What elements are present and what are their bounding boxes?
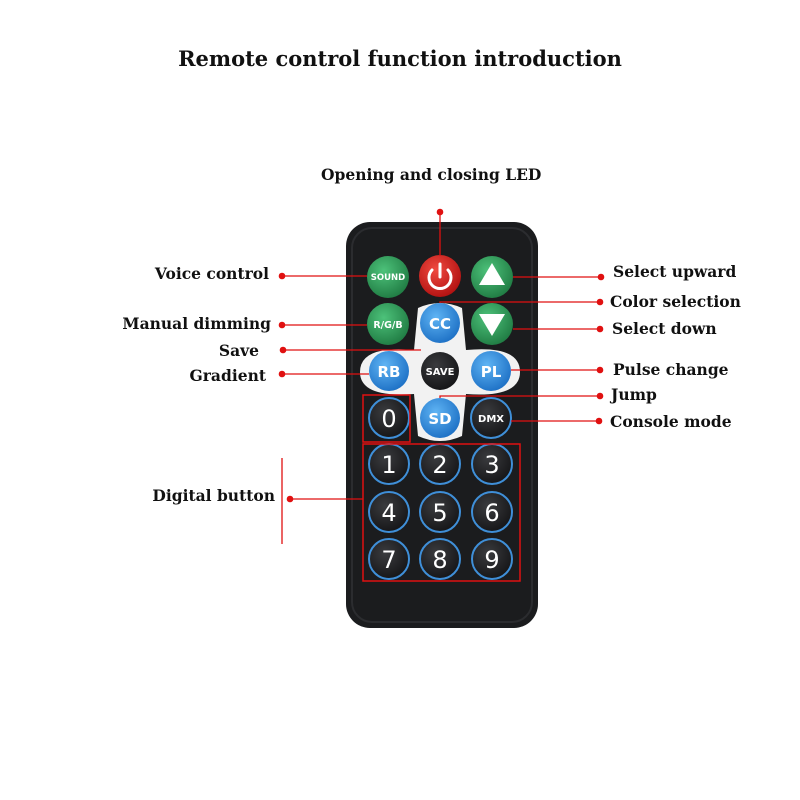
dot-save (279, 346, 287, 354)
digit-button-label: 6 (484, 499, 499, 527)
label-opening-closing-led: Opening and closing LED (321, 165, 542, 184)
callout-line-jump (439, 395, 600, 398)
digit-button-label: 8 (432, 546, 447, 574)
digit-button-label: 2 (432, 451, 447, 479)
sd-button-label: SD (428, 410, 451, 428)
rgb-button (367, 303, 409, 345)
zero-button (368, 397, 410, 439)
save-button (421, 352, 459, 390)
dmx-button-label: DMX (478, 414, 504, 425)
digit-button-7 (368, 538, 410, 580)
dot-color (596, 298, 604, 306)
digit-button-6 (471, 491, 513, 533)
dot-jump (596, 392, 604, 400)
dot-up (597, 273, 605, 281)
page-title: Remote control function introduction (178, 46, 622, 71)
digit-button-8 (419, 538, 461, 580)
dot-digital (286, 495, 294, 503)
cc-button-label: CC (429, 315, 451, 333)
dot-down (596, 325, 604, 333)
digit-button-5 (419, 491, 461, 533)
dot-gradient (278, 370, 286, 378)
triangle-up-icon (479, 263, 505, 285)
label-pulse-change: Pulse change (613, 360, 729, 379)
label-select-down: Select down (612, 319, 717, 338)
digit-button-label: 9 (484, 546, 499, 574)
rb-button-label: RB (378, 363, 401, 381)
callout-line-color (439, 301, 600, 303)
pl-button (471, 351, 511, 391)
rb-button (369, 351, 409, 391)
dot-manual (278, 321, 286, 329)
label-color-selection: Color selection (610, 292, 741, 311)
dmx-button (470, 397, 512, 439)
rgb-button-label: R/G/B (373, 320, 402, 331)
save-button-label: SAVE (426, 367, 455, 378)
label-select-upward: Select upward (613, 262, 737, 281)
label-manual-dimming: Manual dimming (122, 314, 271, 333)
zero-highlight-box (362, 394, 411, 443)
digit-button-grid: 1 2 3 4 5 6 7 8 9 (368, 443, 513, 580)
label-voice-control: Voice control (154, 264, 269, 283)
label-gradient: Gradient (189, 366, 266, 385)
label-digital-button: Digital button (152, 486, 275, 505)
digits-highlight-box (362, 443, 521, 582)
sound-button (367, 256, 409, 298)
label-jump: Jump (611, 385, 657, 404)
sound-button-label: SOUND (371, 273, 405, 283)
digit-button-label: 5 (432, 499, 447, 527)
label-save: Save (218, 341, 259, 360)
digit-button-label: 3 (484, 451, 499, 479)
dot-voice (278, 272, 286, 280)
pl-button-label: PL (481, 363, 502, 381)
dot-power (436, 208, 444, 216)
sd-button (420, 398, 460, 438)
dot-console (595, 417, 603, 425)
digit-button-label: 7 (381, 546, 396, 574)
digit-button-label: 4 (381, 499, 396, 527)
remote-body-highlight (351, 227, 533, 623)
dot-pulse (596, 366, 604, 374)
power-icon (427, 262, 453, 290)
digit-button-label: 1 (381, 451, 396, 479)
digit-button-4 (368, 491, 410, 533)
cc-button (420, 303, 460, 343)
triangle-down-icon (479, 314, 505, 336)
digit-button-9 (471, 538, 513, 580)
zero-button-label: 0 (381, 405, 396, 433)
label-console-mode: Console mode (610, 412, 732, 431)
